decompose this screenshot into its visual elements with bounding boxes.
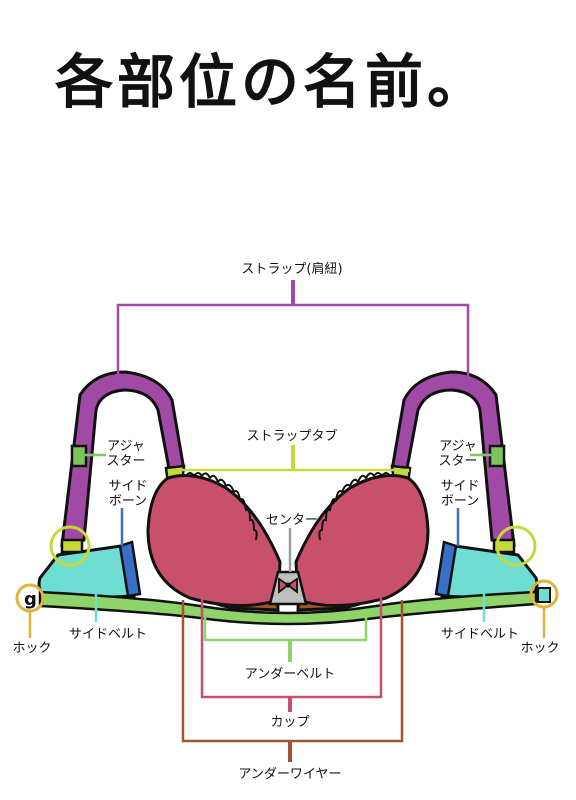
- label-side-bone-right-1: サイド: [440, 479, 479, 494]
- strap-ring-left: [60, 538, 84, 554]
- hook-left-glyph: g: [24, 589, 37, 610]
- label-side-belt-left: サイドベルト: [69, 627, 147, 642]
- cup-left: [146, 474, 282, 607]
- bow-icon: [278, 577, 298, 594]
- cup-right: [294, 474, 430, 607]
- label-side-belt-right: サイドベルト: [441, 627, 519, 642]
- label-hook-left: ホック: [12, 641, 51, 656]
- label-hook-right: ホック: [520, 641, 559, 656]
- page-title: 各部位の名前。: [55, 48, 490, 116]
- adjuster-left: [70, 444, 88, 468]
- strap-ring-right: [492, 538, 516, 554]
- strap-ring-left-circle: [49, 525, 91, 567]
- label-side-bone-left-2: ボーン: [109, 494, 147, 509]
- label-under-wire: アンダーワイヤー: [238, 767, 341, 782]
- under-belt-callout: [203, 612, 368, 642]
- label-cup: カップ: [270, 715, 309, 730]
- label-adjuster-right-2: スター: [438, 454, 477, 469]
- strap-callout: [116, 303, 470, 378]
- bra-illustration: g: [24, 370, 551, 626]
- adjuster-right: [488, 444, 506, 468]
- label-strap: ストラップ(肩紐): [241, 261, 342, 277]
- label-side-bone-left-1: サイド: [108, 479, 147, 494]
- lace-left: [185, 472, 258, 541]
- hook-right-glyph: [537, 587, 551, 603]
- label-strap-tab: ストラップタブ: [246, 428, 337, 444]
- side-bone-left: [118, 540, 142, 598]
- label-adjuster-left-2: スター: [106, 454, 145, 469]
- label-under-belt: アンダーベルト: [245, 667, 335, 682]
- labels: ストラップ(肩紐) ストラップタブ アジャ スター アジャ スター サイド ボー…: [12, 261, 559, 782]
- label-adjuster-left-1: アジャ: [107, 439, 145, 454]
- strap-ring-right-circle: [495, 525, 537, 567]
- under-wire-callout: [181, 600, 404, 743]
- strap-tab-callout: [176, 468, 410, 472]
- label-side-bone-right-2: ボーン: [441, 494, 479, 509]
- callout-lines: [15, 280, 559, 762]
- lace-right: [318, 472, 391, 541]
- bow-knot: [285, 582, 291, 588]
- side-bone-right: [434, 540, 458, 598]
- label-adjuster-right-1: アジャ: [439, 439, 477, 454]
- label-center: センター: [266, 513, 318, 528]
